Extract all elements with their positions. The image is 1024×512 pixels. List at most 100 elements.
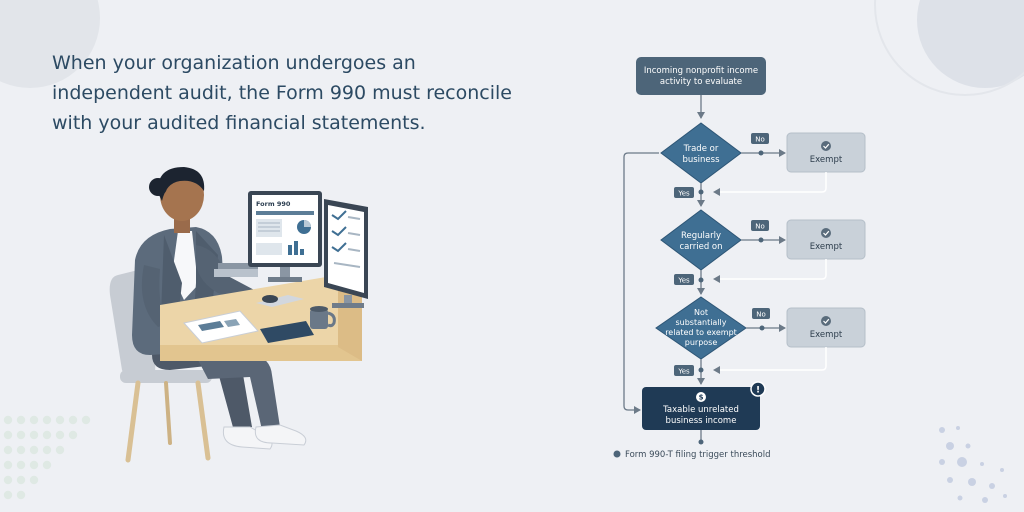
decor-dot (947, 477, 953, 483)
return-line-3 (713, 347, 827, 374)
decision-1-line-1: Trade or (683, 144, 719, 154)
decision-2-yes-label: Yes (677, 277, 690, 285)
dollar-icon-glyph: $ (699, 394, 704, 402)
decor-dot (980, 462, 984, 466)
coffee-mug (310, 306, 336, 329)
decor-dot (3, 475, 13, 485)
start-line-2: activity to evaluate (660, 77, 742, 87)
decor-dot (982, 497, 988, 503)
check-icon-3 (821, 316, 831, 326)
decision-3-line-2: substantially (675, 318, 726, 327)
return-line-2 (713, 259, 827, 283)
decor-dot (55, 445, 65, 455)
decor-dot (939, 459, 945, 465)
decor-dot (81, 415, 91, 425)
decor-dot (55, 415, 65, 425)
final-line-1: Taxable unrelated (662, 405, 739, 415)
decor-dot (956, 426, 960, 430)
decor-circle-top-right (917, 0, 1024, 88)
start-line-1: Incoming nonprofit income (644, 66, 758, 76)
decor-dot (3, 445, 13, 455)
decor-dot (989, 483, 995, 489)
decor-dot (946, 442, 954, 450)
decor-dots-right (939, 426, 1007, 503)
book-stack (214, 263, 258, 277)
decor-dot (939, 427, 945, 433)
final-taxable-box (642, 387, 760, 430)
decision-3-no-label: No (756, 311, 766, 319)
decor-dot (3, 430, 13, 440)
decor-dot (16, 415, 26, 425)
dollar-icon (696, 392, 706, 402)
decor-dot (16, 460, 26, 470)
monitor-form-label: Form 990 (256, 200, 291, 208)
decision-1-no-badge (751, 133, 769, 144)
person-head (149, 167, 205, 233)
decor-dot (3, 460, 13, 470)
decor-dot (965, 443, 971, 449)
decor-dot (16, 445, 26, 455)
illustration-person-at-desk: Form 990 (109, 167, 368, 463)
unrelated-business-income-flowchart: Incoming nonprofit income activity to ev… (613, 57, 866, 460)
decor-dot (42, 445, 52, 455)
decision-2-line-2: carried on (680, 242, 723, 252)
footnote-text: Form 990-T filing trigger threshold (625, 450, 771, 460)
footnote-bullet-icon (613, 450, 621, 458)
decor-dot (16, 490, 26, 500)
desk-notebook (260, 321, 314, 343)
exempt-box-3 (786, 307, 866, 348)
return-line-1 (713, 172, 827, 196)
decision-1-yes-label: Yes (677, 190, 690, 198)
decision-3-yes-label: Yes (677, 368, 690, 376)
decor-dot (55, 430, 65, 440)
exempt-box-1 (786, 132, 866, 173)
exempt-label-3: Exempt (810, 330, 843, 340)
check-icon-1 (821, 141, 831, 151)
decor-dot (68, 430, 78, 440)
start-box (636, 57, 766, 95)
decor-dot (68, 415, 78, 425)
decor-circle-top-left (0, 0, 100, 88)
decision-2-no-badge (751, 220, 769, 231)
decor-dot (29, 430, 39, 440)
final-line-2: business income (666, 416, 737, 426)
decision-1-no-label: No (755, 136, 765, 144)
decor-dot (16, 475, 26, 485)
decision-2-line-1: Regularly (681, 231, 721, 241)
alert-icon (750, 381, 766, 397)
decision-3-line-4: purpose (685, 338, 718, 347)
decision-1-yes-badge (674, 187, 694, 198)
decor-dot (1000, 468, 1004, 472)
decor-dots-left (3, 415, 91, 500)
monitor-right (324, 199, 368, 308)
decor-dot (957, 457, 967, 467)
desk-paper (183, 310, 259, 344)
alert-icon-glyph: ! (756, 386, 760, 396)
decor-dot (1003, 494, 1007, 498)
decor-dot (29, 475, 39, 485)
loop-line-left (623, 152, 659, 414)
decor-dot (3, 415, 13, 425)
headline-text: When your organization undergoes an inde… (52, 52, 512, 134)
decision-1-line-2: business (682, 155, 720, 165)
decision-2-no-label: No (755, 223, 765, 231)
decor-dot (3, 490, 13, 500)
check-icon-2 (821, 228, 831, 238)
decor-dot (29, 460, 39, 470)
exempt-label-1: Exempt (810, 155, 843, 165)
decision-3-line-3: related to exempt (665, 328, 737, 337)
decor-dot (42, 430, 52, 440)
decor-dot (42, 415, 52, 425)
decor-dot (957, 495, 963, 501)
decision-3-no-badge (752, 308, 770, 319)
monitor-left: Form 990 (248, 191, 322, 282)
decor-ring-top-right (874, 0, 1024, 96)
exempt-label-2: Exempt (810, 242, 843, 252)
decision-2-yes-badge (674, 274, 694, 285)
decor-dot (29, 445, 39, 455)
decision-3-yes-badge (674, 365, 694, 376)
decor-dot (42, 460, 52, 470)
exempt-box-2 (786, 219, 866, 260)
